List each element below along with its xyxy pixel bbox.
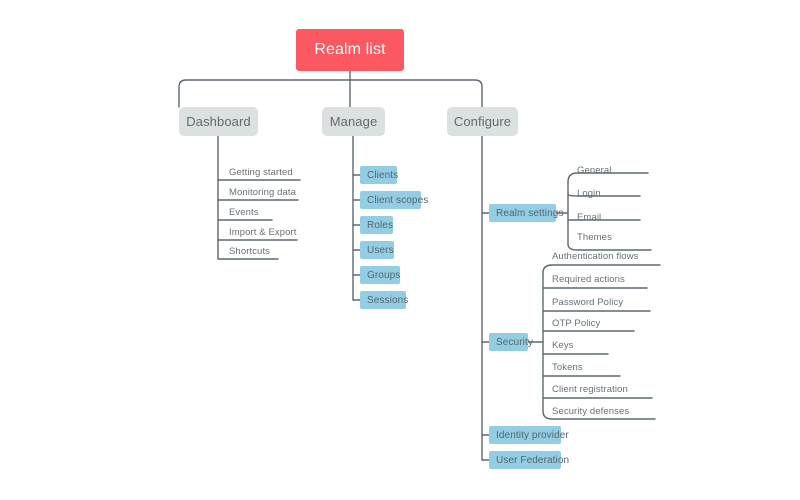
node-identity-provider[interactable]: Identity provider (489, 426, 569, 444)
label: User Federation (496, 454, 570, 466)
label: Keys (552, 340, 574, 351)
label: Login (577, 188, 601, 199)
node-dashboard-child-4[interactable]: Shortcuts (229, 244, 319, 258)
node-branch-configure[interactable]: Configure (447, 107, 518, 136)
node-realm-settings[interactable]: Realm settings (489, 204, 563, 222)
label: Import & Export (229, 226, 297, 238)
node-dashboard-child-2[interactable]: Events (229, 205, 319, 219)
node-branch-dashboard[interactable]: Dashboard (179, 107, 258, 136)
node-root-label: Realm list (314, 41, 386, 58)
label: Users (367, 244, 394, 256)
label: Tokens (552, 362, 583, 373)
node-realm-child-3[interactable]: Themes (577, 231, 657, 244)
node-dashboard-child-3[interactable]: Import & Export (229, 225, 319, 239)
label: Realm settings (496, 207, 564, 219)
wire-root-bus-left (178, 79, 351, 108)
node-manage-child-0[interactable]: Clients (360, 166, 399, 184)
label: Monitoring data (229, 186, 296, 198)
node-branch-manage-label: Manage (329, 114, 378, 129)
node-manage-child-1[interactable]: Client scopes (360, 191, 428, 209)
node-realm-child-2[interactable]: Email (577, 211, 657, 224)
label: Email (577, 212, 602, 223)
wire-realm-c3 (567, 243, 652, 251)
node-dashboard-child-0[interactable]: Getting started (229, 165, 319, 179)
node-security-child-1[interactable]: Required actions (552, 273, 667, 286)
label: Groups (367, 269, 401, 281)
label: Client registration (552, 384, 628, 395)
node-branch-manage[interactable]: Manage (322, 107, 385, 136)
wire-sec-c7 (542, 410, 656, 420)
node-manage-child-2[interactable]: Roles (360, 216, 393, 234)
node-manage-child-3[interactable]: Users (360, 241, 394, 259)
label: Sessions (367, 294, 409, 306)
node-realm-child-0[interactable]: General (577, 164, 657, 177)
wire-sec-c0 (542, 264, 661, 274)
node-realm-child-1[interactable]: Login (577, 187, 657, 200)
label: Required actions (552, 274, 625, 285)
label: Security defenses (552, 406, 630, 417)
node-security-child-4[interactable]: Keys (552, 339, 667, 352)
node-manage-child-5[interactable]: Sessions (360, 291, 409, 309)
node-security-child-3[interactable]: OTP Policy (552, 317, 667, 330)
node-security-child-7[interactable]: Security defenses (552, 405, 667, 418)
wire-root-bus-right (349, 79, 483, 108)
label: Shortcuts (229, 245, 271, 257)
node-branch-configure-label: Configure (453, 114, 512, 129)
wire-realm-c0 (567, 172, 649, 183)
node-security[interactable]: Security (489, 333, 533, 351)
label: Themes (577, 232, 612, 243)
label: Authentication flows (552, 251, 639, 262)
label: Identity provider (496, 429, 569, 441)
node-security-child-5[interactable]: Tokens (552, 361, 667, 374)
label: Client scopes (367, 194, 429, 206)
label: Clients (367, 169, 399, 181)
node-branch-dashboard-label: Dashboard (186, 114, 251, 129)
label: General (577, 165, 612, 176)
wire-realm-c1 (567, 193, 641, 197)
node-security-child-0[interactable]: Authentication flows (552, 250, 667, 263)
node-security-child-6[interactable]: Client registration (552, 383, 667, 396)
label: Roles (367, 219, 394, 231)
node-root[interactable]: Realm list (296, 29, 404, 71)
label: OTP Policy (552, 318, 601, 329)
label: Password Policy (552, 297, 624, 308)
label: Security (496, 336, 533, 348)
node-manage-child-4[interactable]: Groups (360, 266, 400, 284)
node-user-federation[interactable]: User Federation (489, 451, 569, 469)
node-dashboard-child-1[interactable]: Monitoring data (229, 185, 319, 199)
label: Getting started (229, 166, 293, 178)
label: Events (229, 206, 259, 218)
node-security-child-2[interactable]: Password Policy (552, 296, 667, 309)
